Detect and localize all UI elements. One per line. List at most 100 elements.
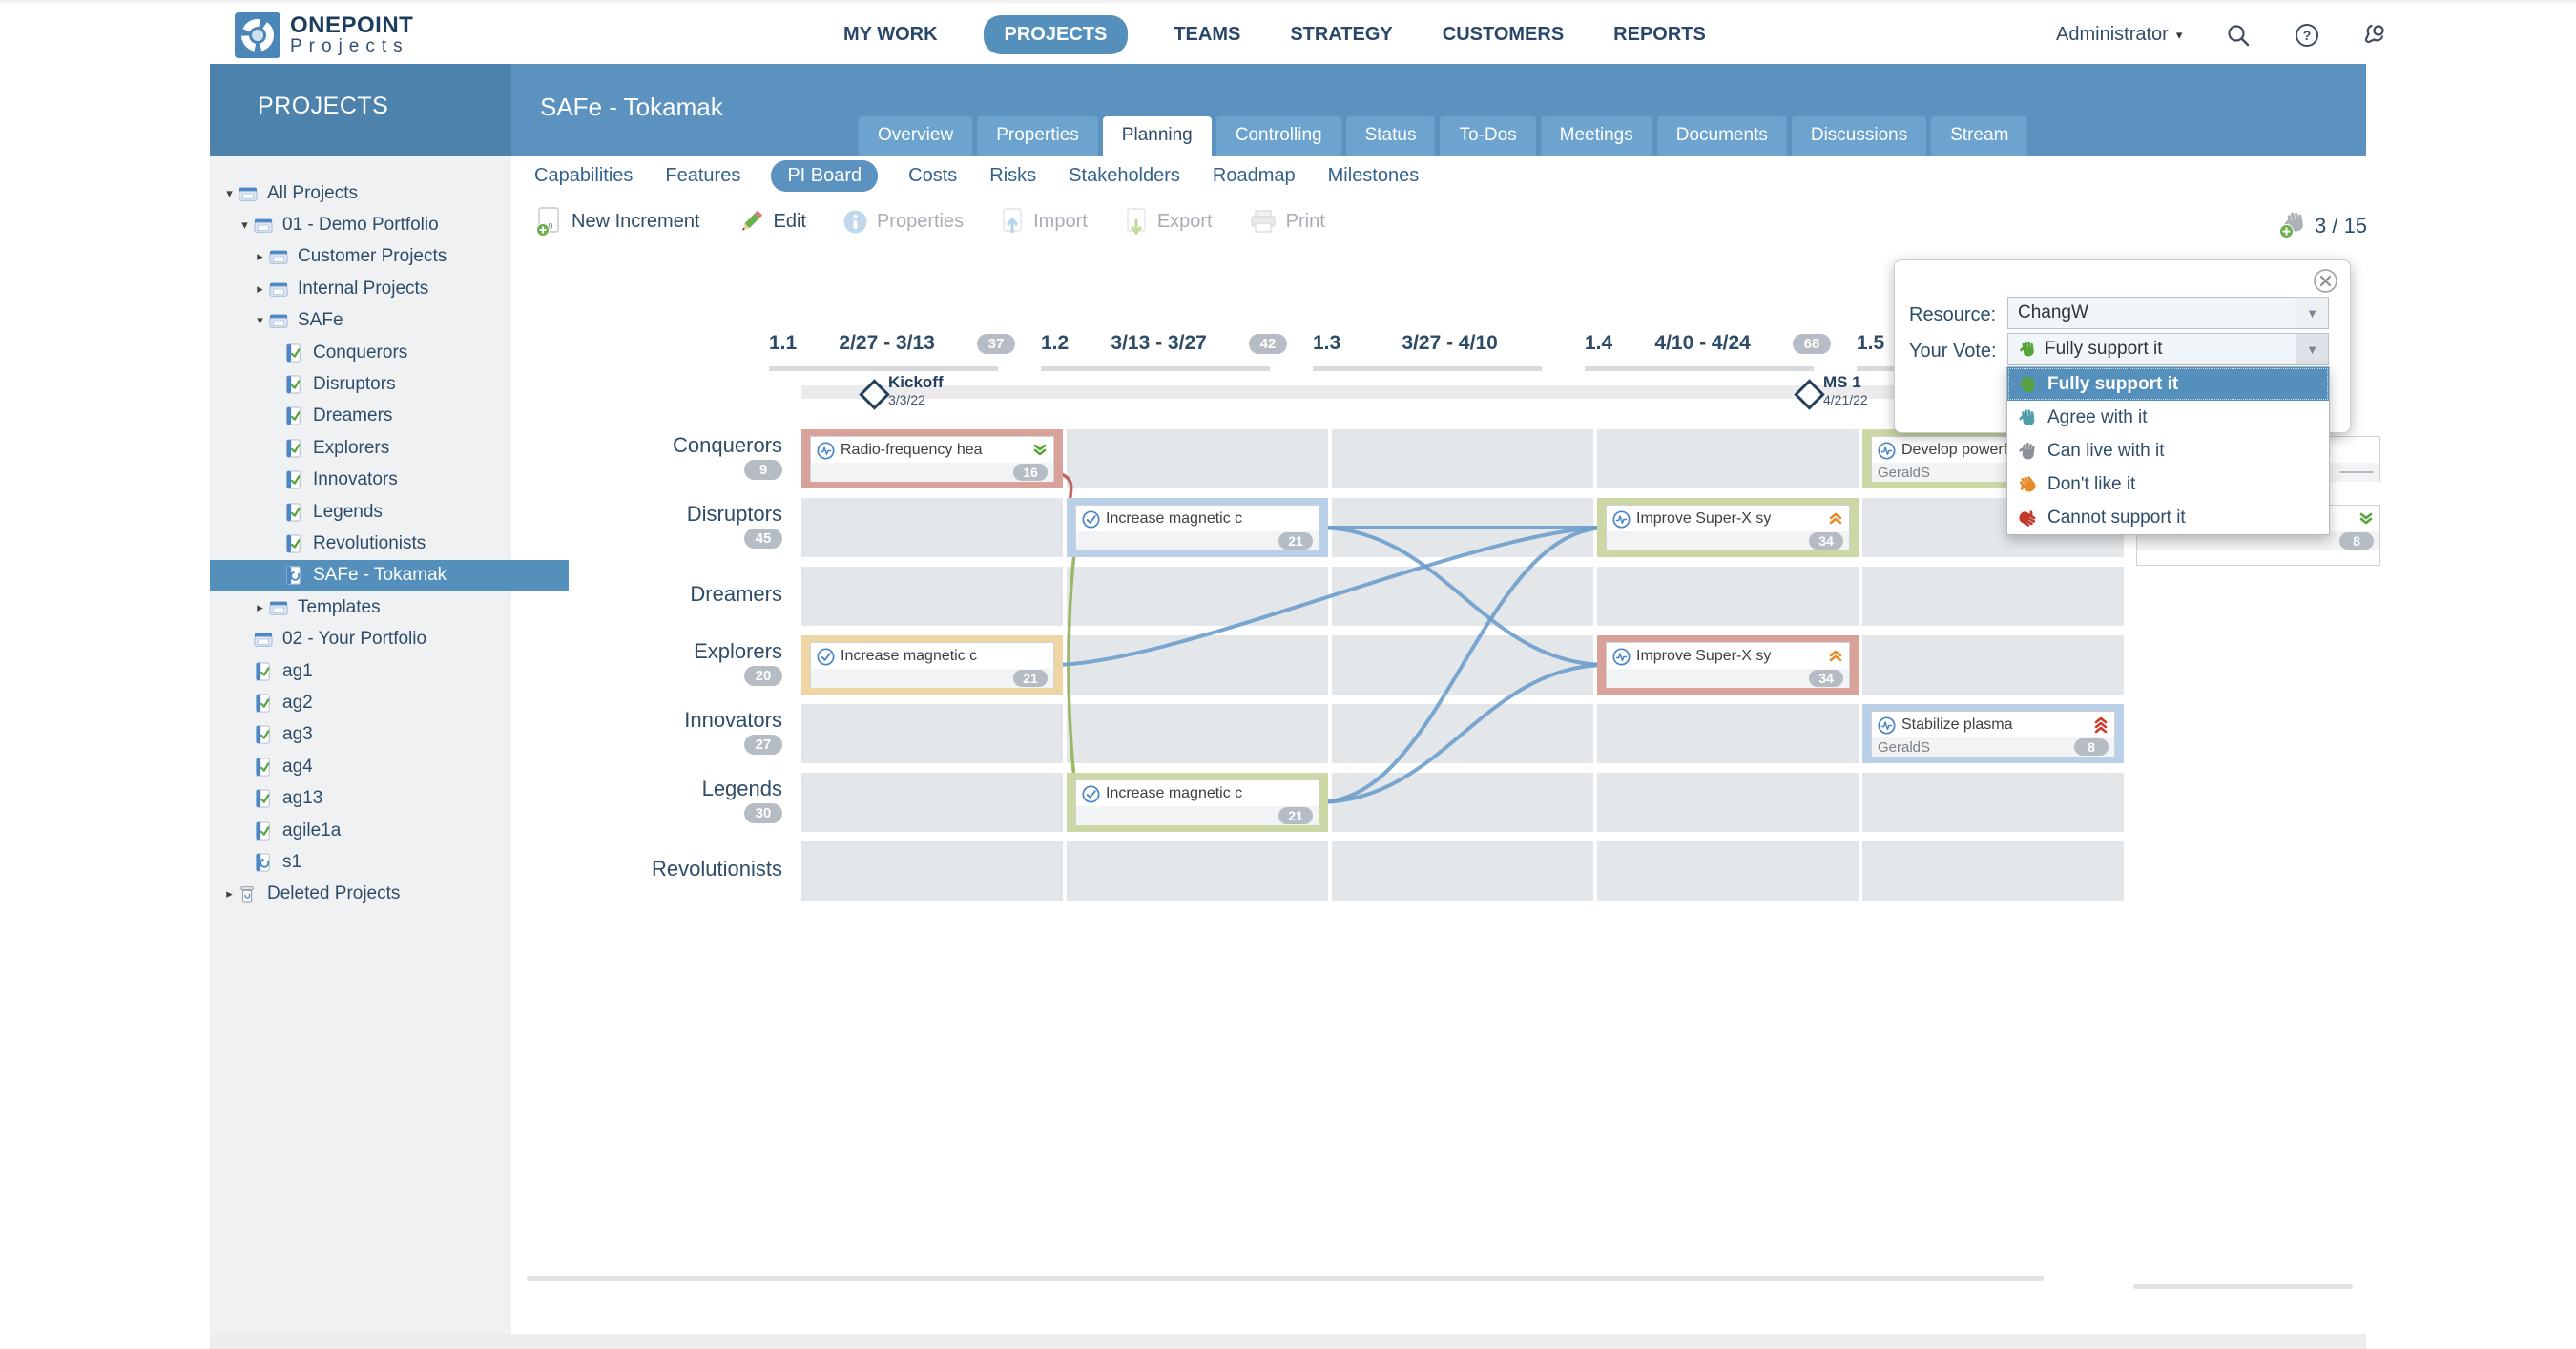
subtab-costs[interactable]: Costs [908,165,958,186]
board-cell[interactable] [1597,704,1859,763]
board-cell[interactable] [1862,773,2124,832]
user-menu[interactable]: Administrator▾ [2056,24,2182,46]
board-cell[interactable] [801,704,1063,763]
board-cell[interactable] [1332,635,1593,695]
board-cell[interactable] [1332,773,1593,832]
toolbar-new-increment-button[interactable]: 1.0New Increment [534,206,700,237]
panel-horizontal-scrollbar[interactable] [2133,1284,2353,1289]
nav-projects[interactable]: PROJECTS [983,15,1129,54]
nav-strategy[interactable]: STRATEGY [1290,24,1393,45]
expand-down-icon[interactable]: ▾ [226,185,233,200]
board-cell[interactable] [1597,773,1859,832]
close-icon[interactable] [2313,268,2338,294]
board-cell[interactable] [1597,567,1859,626]
board-cell[interactable] [1332,429,1593,488]
sidebar-item-customer-projects[interactable]: ▸Customer Projects [210,241,553,273]
sidebar-item-agile1a[interactable]: agile1a [210,815,538,846]
sidebar-item-ag1[interactable]: ag1 [210,655,538,687]
sidebar-item-deleted-projects[interactable]: ▸Deleted Projects [210,879,523,910]
milestone-diamond-kickoff[interactable] [859,379,890,410]
board-horizontal-scrollbar[interactable] [527,1276,2044,1281]
expand-right-icon[interactable]: ▸ [226,886,233,902]
subtab-stakeholders[interactable]: Stakeholders [1069,165,1180,186]
sidebar-item-01-demo-portfolio[interactable]: ▾01 - Demo Portfolio [210,209,538,240]
milestone-diamond-ms-1[interactable] [1794,379,1825,410]
nav-customers[interactable]: CUSTOMERS [1442,24,1565,45]
subtab-capabilities[interactable]: Capabilities [534,165,634,186]
tab-planning[interactable]: Planning [1102,116,1212,156]
sidebar-item-safe-tokamak[interactable]: SAFe - Tokamak [210,559,569,591]
tab-overview[interactable]: Overview [859,116,973,156]
vote-option-don-t-like-it[interactable]: Don't like it [2007,467,2329,501]
board-cell[interactable] [801,773,1063,832]
board-cell[interactable] [1597,429,1859,488]
subtab-roadmap[interactable]: Roadmap [1212,165,1296,186]
expand-right-icon[interactable]: ▸ [257,249,263,264]
board-cell[interactable] [1067,635,1328,695]
expand-right-icon[interactable]: ▸ [257,599,263,614]
board-cell[interactable] [801,841,1063,901]
search-icon[interactable] [2226,23,2251,48]
board-cell[interactable] [801,498,1063,557]
sidebar-item-templates[interactable]: ▸Templates [210,591,553,623]
board-cell[interactable] [1862,841,2124,901]
resource-select-caret-icon[interactable]: ▼ [2296,298,2328,328]
subtab-features[interactable]: Features [665,165,741,186]
vote-select-caret-icon[interactable]: ▼ [2296,334,2328,364]
board-cell[interactable] [801,567,1063,626]
board-cell[interactable] [1332,841,1593,901]
sidebar-item-explorers[interactable]: Explorers [210,432,569,464]
vote-select[interactable]: Fully support it ▼ [2007,333,2329,365]
vote-counter[interactable]: 3 / 15 [2279,210,2367,242]
sidebar-item-revolutionists[interactable]: Revolutionists [210,528,569,559]
vote-option-cannot-support-it[interactable]: Cannot support it [2007,501,2329,534]
board-cell[interactable] [1862,635,2124,695]
sidebar-item-internal-projects[interactable]: ▸Internal Projects [210,273,553,304]
nav-teams[interactable]: TEAMS [1174,24,1241,45]
resource-select[interactable]: ChangW ▼ [2007,297,2329,329]
vote-option-agree-with-it[interactable]: Agree with it [2007,401,2329,434]
nav-reports[interactable]: REPORTS [1613,24,1706,45]
expand-down-icon[interactable]: ▾ [257,313,263,328]
admin-tools-icon[interactable] [2363,23,2388,48]
board-cell[interactable] [1597,841,1859,901]
sidebar-item-all-projects[interactable]: ▾All Projects [210,177,523,209]
board-cell[interactable] [1332,704,1593,763]
subtab-milestones[interactable]: Milestones [1327,165,1420,186]
tab-controlling[interactable]: Controlling [1215,116,1341,156]
board-cell[interactable] [1067,841,1328,901]
tab-status[interactable]: Status [1345,116,1436,156]
tab-discussions[interactable]: Discussions [1791,116,1927,156]
tab-stream[interactable]: Stream [1931,116,2028,156]
sidebar-item-02-your-portfolio[interactable]: 02 - Your Portfolio [210,624,538,655]
board-cell[interactable] [1332,498,1593,557]
board-cell[interactable] [1862,567,2124,626]
sidebar-item-legends[interactable]: Legends [210,496,569,528]
board-cell[interactable] [1332,567,1593,626]
sidebar-item-dreamers[interactable]: Dreamers [210,401,569,432]
expand-down-icon[interactable]: ▾ [241,217,248,232]
nav-my-work[interactable]: MY WORK [843,24,938,45]
sidebar-item-ag3[interactable]: ag3 [210,719,538,751]
help-icon[interactable]: ? [2295,23,2319,48]
sidebar-item-s1[interactable]: s1 [210,846,538,878]
board-cell[interactable] [1067,567,1328,626]
sidebar-item-conquerors[interactable]: Conquerors [210,337,569,368]
expand-right-icon[interactable]: ▸ [257,280,263,296]
tab-meetings[interactable]: Meetings [1540,116,1652,156]
tab-properties[interactable]: Properties [977,116,1098,156]
board-cell[interactable] [1067,704,1328,763]
subtab-risks[interactable]: Risks [989,165,1037,186]
onepoint-logo[interactable]: ONEPOINT Projects [235,12,413,58]
sidebar-item-safe[interactable]: ▾SAFe [210,305,553,337]
sidebar-item-ag4[interactable]: ag4 [210,751,538,782]
subtab-pi-board[interactable]: PI Board [771,160,879,192]
vote-option-can-live-with-it[interactable]: Can live with it [2007,434,2329,467]
